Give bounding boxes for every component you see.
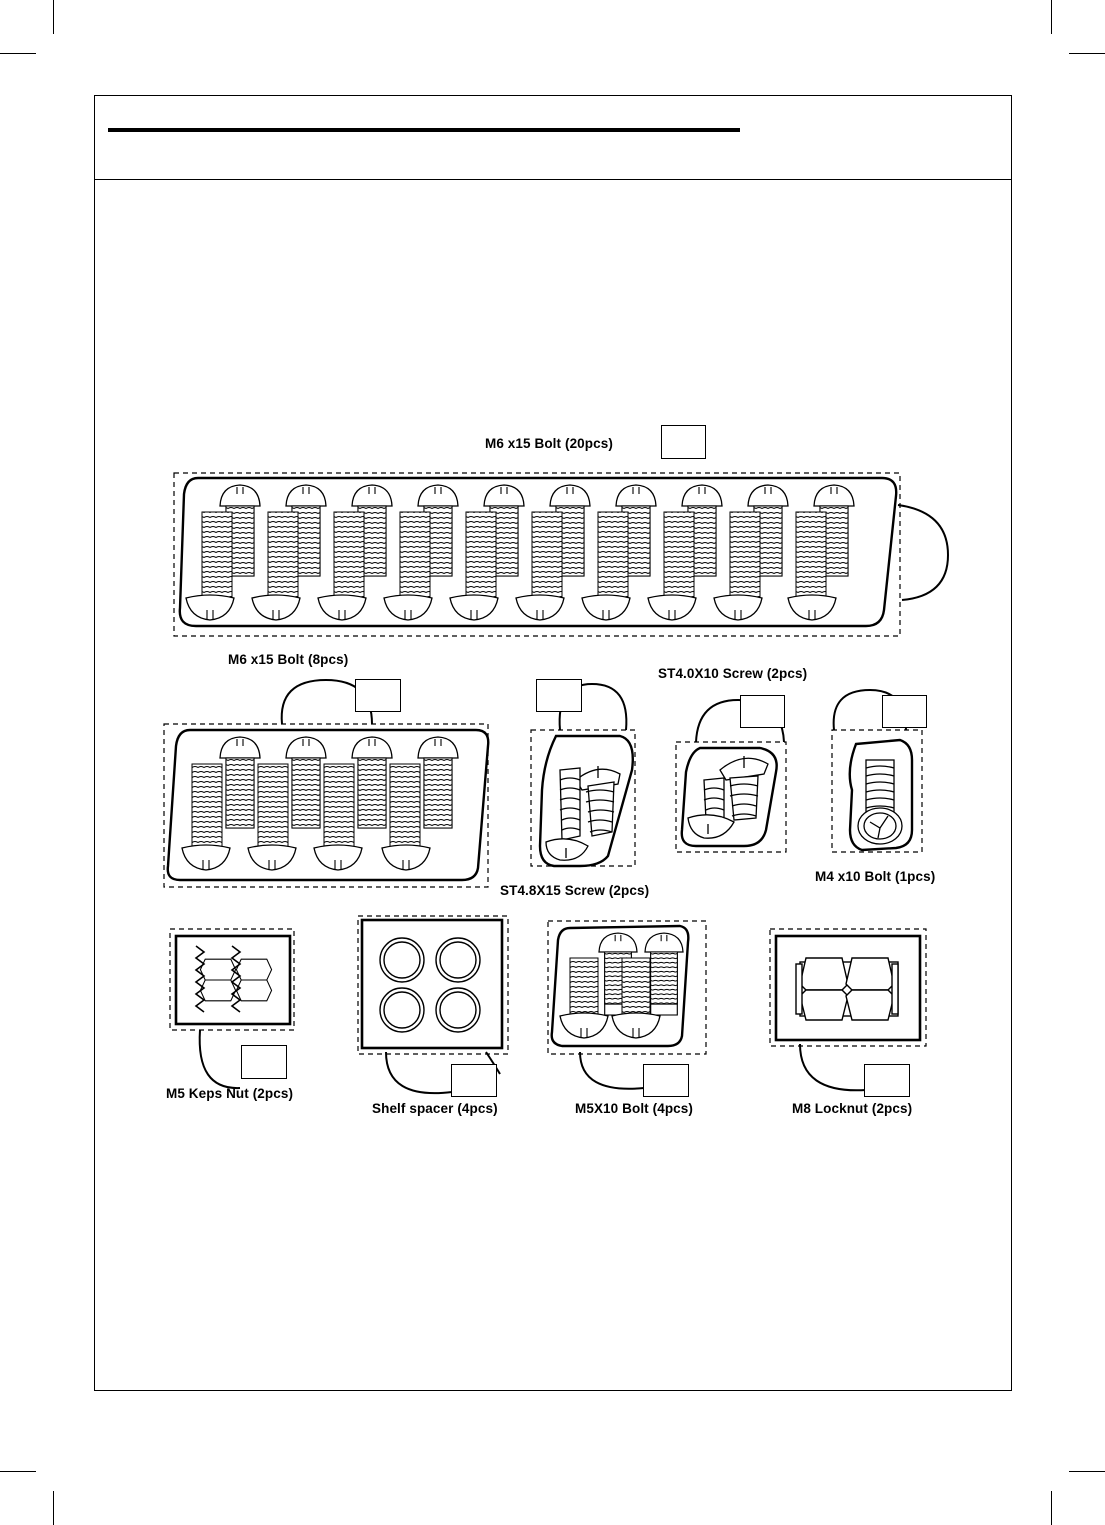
bag-shelf-spacer	[357, 915, 509, 1095]
bag-m5-bolt	[547, 920, 707, 1090]
bolt-icon	[181, 736, 459, 871]
part-id-box	[661, 425, 706, 459]
part-label-st40-screw: ST4.0X10 Screw (2pcs)	[658, 666, 808, 681]
page-header	[94, 95, 1012, 180]
part-label-m4-bolt: M4 x10 Bolt (1pcs)	[815, 869, 936, 884]
crop-mark	[0, 1471, 36, 1472]
locknut-icon	[795, 957, 899, 1021]
part-id-box	[536, 679, 582, 712]
crop-mark	[1069, 1471, 1105, 1472]
part-label-m6-bolt-8: M6 x15 Bolt (8pcs)	[228, 652, 349, 667]
crop-mark	[1051, 1491, 1052, 1525]
part-label-m5-keps-nut: M5 Keps Nut (2pcs)	[166, 1086, 294, 1101]
crop-mark	[53, 1491, 54, 1525]
part-id-box	[643, 1064, 689, 1097]
part-id-box	[355, 679, 401, 712]
part-id-box	[451, 1064, 497, 1097]
crop-mark	[1069, 53, 1105, 54]
part-label-shelf-spacer: Shelf spacer (4pcs)	[372, 1101, 498, 1116]
part-id-box	[241, 1045, 287, 1079]
crop-mark	[0, 53, 36, 54]
part-id-box	[864, 1064, 910, 1097]
bag-m6-bolt-20	[173, 472, 950, 637]
part-label-st48-screw: ST4.8X15 Screw (2pcs)	[500, 883, 650, 898]
spacer-icon	[379, 937, 481, 1033]
page-frame	[94, 95, 1012, 1391]
part-id-box	[740, 695, 785, 728]
bolt-icon	[559, 932, 684, 1039]
crop-mark	[53, 0, 54, 34]
bag-st40-screw	[675, 698, 787, 853]
part-label-m6-bolt-20: M6 x15 Bolt (20pcs)	[485, 436, 613, 451]
bag-m6-bolt-8	[163, 678, 490, 888]
bolt-icon	[857, 759, 903, 845]
part-label-m5-bolt: M5X10 Bolt (4pcs)	[575, 1101, 693, 1116]
bag-m4-bolt	[831, 688, 923, 853]
bag-m5-keps-nut	[169, 928, 295, 1090]
part-id-box	[882, 695, 927, 728]
header-rule	[108, 128, 740, 132]
bag-m8-locknut	[769, 928, 927, 1092]
screw-icon	[687, 756, 769, 839]
bag-st48-screw	[530, 682, 636, 868]
crop-mark	[1051, 0, 1052, 34]
screw-icon	[545, 766, 621, 861]
bolt-icon	[185, 484, 855, 621]
part-label-m8-locknut: M8 Locknut (2pcs)	[792, 1101, 913, 1116]
nut-icon	[194, 945, 273, 1013]
